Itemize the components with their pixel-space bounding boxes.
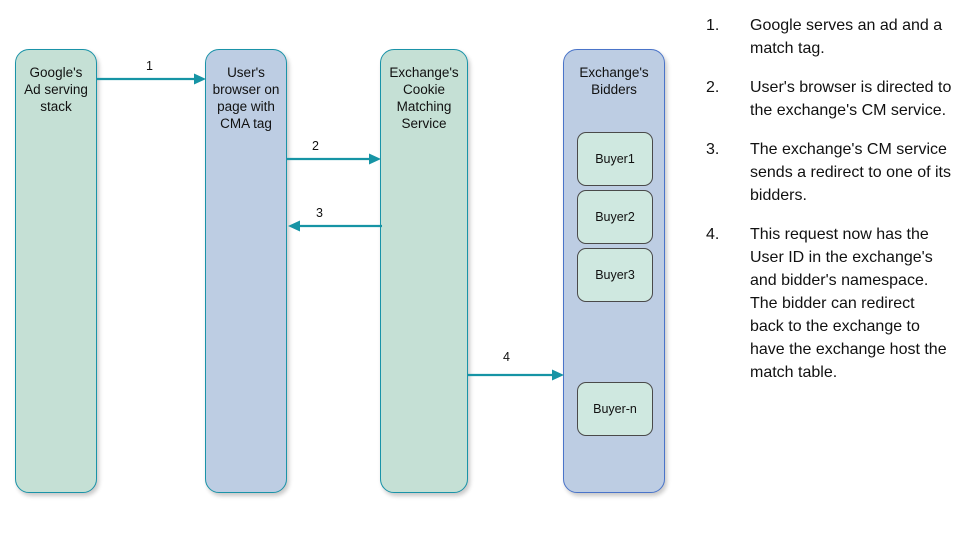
legend-item-1: 1. Google serves an ad and a match tag. bbox=[706, 14, 952, 60]
arrow-1-google-to-browser bbox=[97, 73, 206, 85]
arrow-1-number: 1 bbox=[146, 59, 153, 73]
buyer-label-1: Buyer1 bbox=[595, 152, 635, 166]
legend-text-1: Google serves an ad and a match tag. bbox=[750, 17, 943, 57]
node-user-browser[interactable]: User's browser on page with CMA tag bbox=[205, 49, 287, 493]
arrow-2-number: 2 bbox=[312, 139, 319, 153]
arrow-3-number: 3 bbox=[316, 206, 323, 220]
legend-number-3: 3. bbox=[706, 141, 720, 158]
node-exchange-bidders[interactable]: Exchange's Bidders Buyer1 Buyer2 Buyer3 … bbox=[563, 49, 665, 493]
buyer-label-2: Buyer2 bbox=[595, 210, 635, 224]
legend-number-4: 4. bbox=[706, 226, 720, 243]
legend-text-3: The exchange's CM service sends a redire… bbox=[750, 141, 951, 204]
buyer-label-3: Buyer3 bbox=[595, 268, 635, 282]
node-exchange-cookie-matching-service[interactable]: Exchange's Cookie Matching Service bbox=[380, 49, 468, 493]
buyer-label-n: Buyer-n bbox=[593, 402, 637, 416]
buyer-box-3[interactable]: Buyer3 bbox=[577, 248, 653, 302]
legend-item-3: 3. The exchange's CM service sends a red… bbox=[706, 138, 952, 207]
legend-item-4: 4. This request now has the User ID in t… bbox=[706, 223, 952, 384]
arrow-2-browser-to-cms bbox=[287, 153, 381, 165]
buyer-box-1[interactable]: Buyer1 bbox=[577, 132, 653, 186]
buyer-box-n[interactable]: Buyer-n bbox=[577, 382, 653, 436]
arrow-4-number: 4 bbox=[503, 350, 510, 364]
arrow-3-cms-to-browser bbox=[288, 220, 382, 232]
arrow-4-cms-to-bidders bbox=[468, 369, 564, 381]
node-browser-label: User's browser on page with CMA tag bbox=[212, 65, 280, 131]
node-google-ad-serving-stack[interactable]: Google's Ad serving stack bbox=[15, 49, 97, 493]
legend-text-4: This request now has the User ID in the … bbox=[750, 226, 947, 381]
steps-legend: 1. Google serves an ad and a match tag. … bbox=[706, 14, 952, 400]
node-bidders-label: Exchange's Bidders bbox=[579, 65, 649, 97]
node-google-label: Google's Ad serving stack bbox=[24, 65, 88, 114]
legend-item-2: 2. User's browser is directed to the exc… bbox=[706, 76, 952, 122]
node-cms-label: Exchange's Cookie Matching Service bbox=[389, 65, 459, 131]
legend-number-2: 2. bbox=[706, 79, 720, 96]
legend-number-1: 1. bbox=[706, 17, 720, 34]
legend-text-2: User's browser is directed to the exchan… bbox=[750, 79, 952, 119]
buyer-box-2[interactable]: Buyer2 bbox=[577, 190, 653, 244]
